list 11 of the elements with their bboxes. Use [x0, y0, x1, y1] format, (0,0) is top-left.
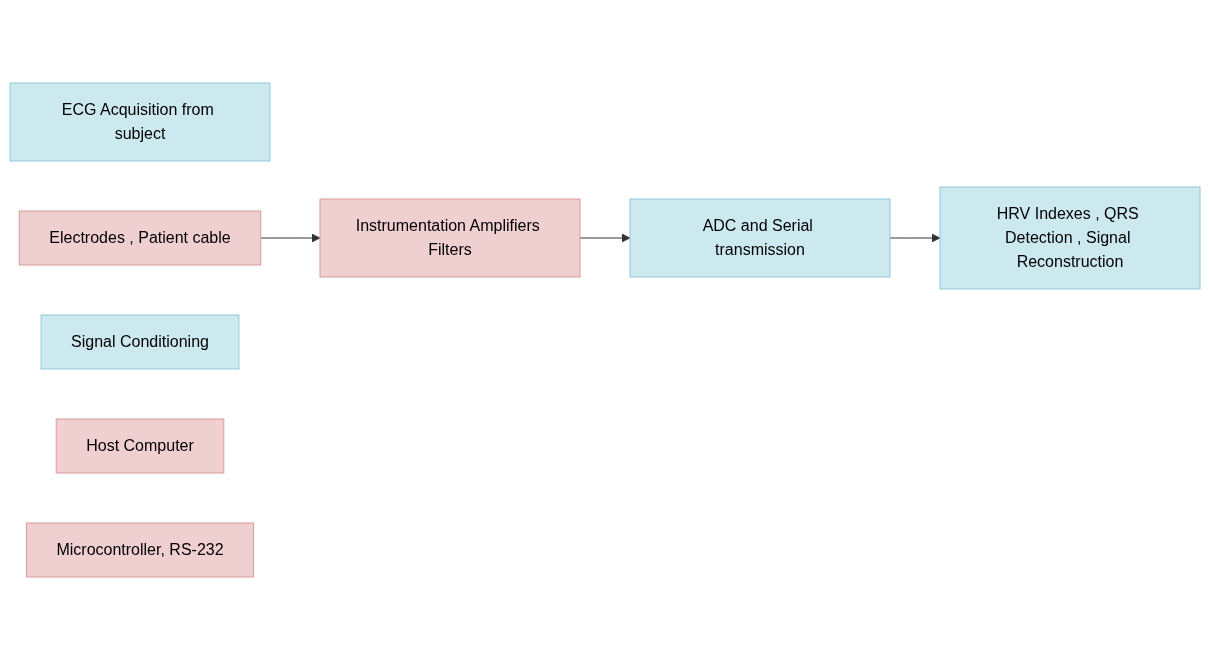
- node-box: Instrumentation Amplifiers Filters: [319, 198, 580, 277]
- node-box: Microcontroller, RS-232: [25, 522, 254, 577]
- node-box: Host Computer: [55, 418, 224, 473]
- arrow: [889, 233, 940, 242]
- arrow: [259, 233, 320, 242]
- node-box: Signal Conditioning: [40, 314, 239, 369]
- arrow: [579, 233, 630, 242]
- node-box: ADC and Serial transmission: [629, 198, 890, 277]
- node-box: Electrodes , Patient cable: [18, 210, 261, 265]
- node-box: ECG Acquisition from subject: [9, 82, 270, 161]
- node-box: HRV Indexes , QRS Detection , Signal Reconstruction: [939, 186, 1200, 289]
